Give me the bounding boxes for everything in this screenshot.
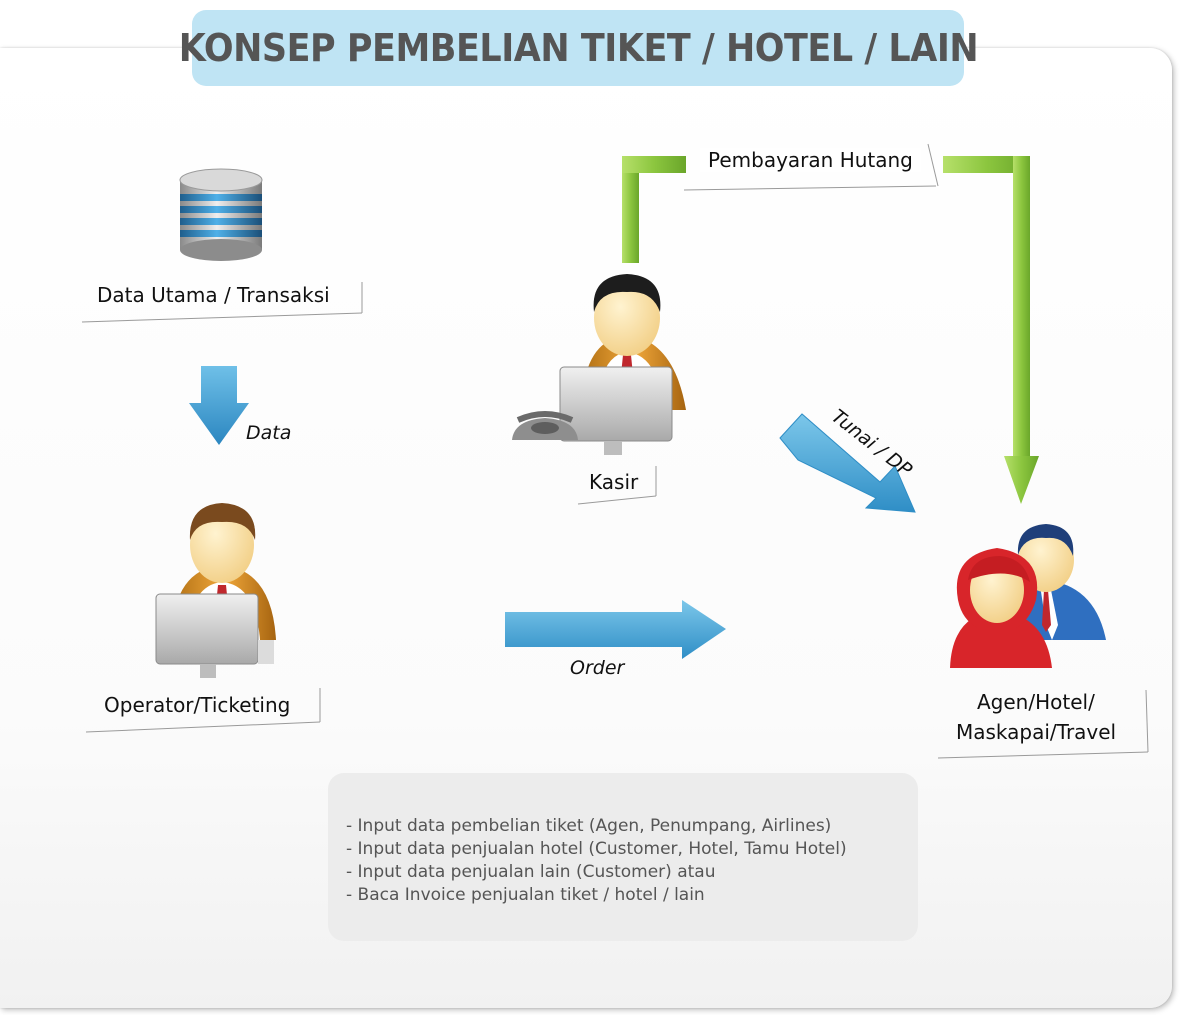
notes-box: - Input data pembelian tiket (Agen, Penu… bbox=[328, 773, 918, 941]
note-item: - Input data penjualan lain (Customer) a… bbox=[346, 862, 716, 882]
cashier-label: Kasir bbox=[589, 470, 639, 494]
operator-label-underline bbox=[85, 721, 321, 733]
note-item: - Input data pembelian tiket (Agen, Penu… bbox=[346, 816, 832, 836]
data-arrow bbox=[189, 366, 249, 445]
debt-label-edge bbox=[927, 143, 939, 187]
database-label: Data Utama / Transaksi bbox=[97, 283, 330, 307]
diagram-title: KONSEP PEMBELIAN TIKET / HOTEL / LAIN bbox=[178, 26, 978, 70]
notes-list: - Input data pembelian tiket (Agen, Penu… bbox=[328, 773, 918, 907]
cash-arrow bbox=[779, 413, 916, 513]
operator-label: Operator/Ticketing bbox=[104, 693, 291, 717]
partner-label-line1: Agen/Hotel/ bbox=[977, 690, 1095, 714]
partner-label-edge bbox=[1145, 689, 1149, 753]
cashier-label-underline bbox=[577, 495, 657, 505]
database-icon bbox=[179, 168, 263, 261]
partner-icon bbox=[950, 524, 1106, 668]
partner-label-line2: Maskapai/Travel bbox=[956, 720, 1117, 744]
debt-label-underline bbox=[683, 185, 937, 191]
debt-payment-label: Pembayaran Hutang bbox=[700, 148, 921, 172]
operator-icon bbox=[155, 503, 276, 678]
note-item: - Baca Invoice penjualan tiket / hotel /… bbox=[346, 885, 705, 905]
order-flow-label: Order bbox=[570, 657, 625, 679]
partner-label-underline bbox=[937, 751, 1149, 759]
database-label-underline bbox=[81, 312, 363, 323]
title-banner: KONSEP PEMBELIAN TIKET / HOTEL / LAIN bbox=[178, 10, 978, 86]
note-item: - Input data penjualan hotel (Customer, … bbox=[346, 839, 847, 859]
order-arrow bbox=[505, 600, 726, 659]
cashier-icon bbox=[512, 274, 686, 455]
data-flow-label: Data bbox=[246, 422, 292, 444]
debt-payment-arrow bbox=[622, 156, 1039, 504]
